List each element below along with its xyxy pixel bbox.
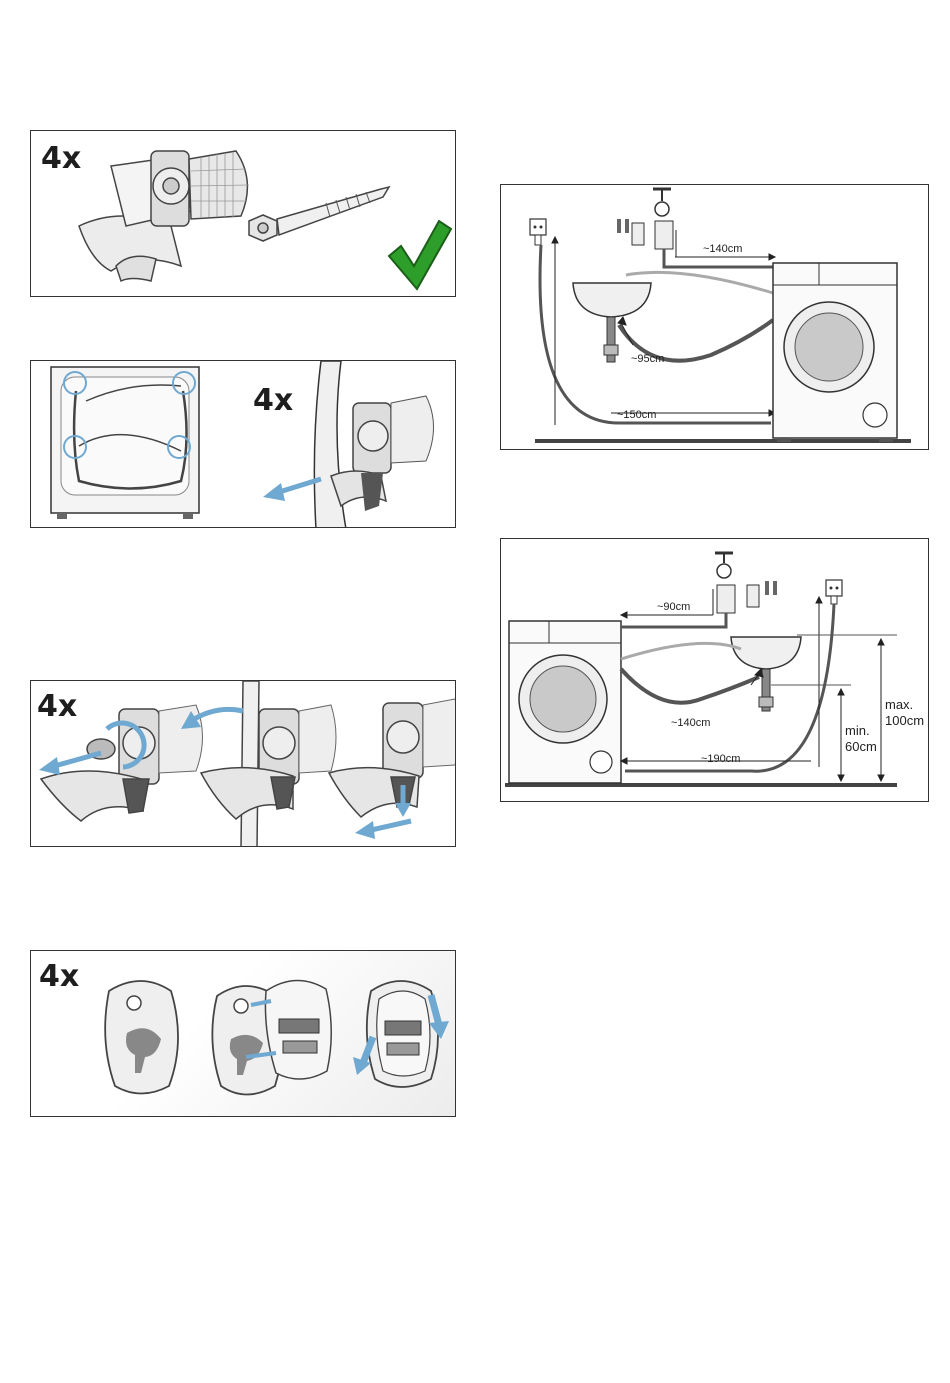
panel-hose-layout-right: ~140cm ~95cm ~150cm bbox=[500, 184, 929, 450]
direction-arrow-icon bbox=[181, 709, 243, 729]
panel-transport-bolts: 4x bbox=[30, 360, 456, 528]
inlet-hose-length: ~140cm bbox=[703, 243, 742, 255]
power-socket-icon bbox=[826, 580, 842, 604]
panel-cover-caps: 4x bbox=[30, 950, 456, 1117]
min-height-label: min. 60cm bbox=[845, 723, 877, 755]
sink-icon bbox=[731, 637, 801, 711]
water-tap-icon bbox=[617, 189, 673, 249]
drain-sink-length: ~95cm bbox=[631, 353, 664, 365]
power-socket-icon bbox=[530, 219, 546, 245]
hose-holder-icon bbox=[79, 151, 249, 281]
max-height-label: max. 100cm bbox=[885, 697, 924, 729]
drain-socket-length: ~150cm bbox=[617, 409, 656, 421]
panel-remove-bolts: 4x bbox=[30, 680, 456, 847]
drain-sink-length: ~140cm bbox=[671, 717, 710, 729]
panel-accessories: 4x bbox=[30, 130, 456, 297]
panel-hose-layout-left: ~90cm ~140cm ~190cm max. 100cm min. 60cm bbox=[500, 538, 929, 802]
hose-holder-icon bbox=[314, 361, 433, 528]
hose-lines bbox=[621, 604, 834, 771]
hose-holder-icon bbox=[329, 699, 456, 817]
check-mark-icon bbox=[389, 221, 451, 289]
hose-holder-icon bbox=[201, 681, 336, 847]
washing-machine-back-icon bbox=[51, 367, 199, 519]
hose-lines bbox=[540, 245, 773, 423]
accessories-illustration bbox=[31, 131, 456, 297]
cover-cap-icon bbox=[105, 981, 178, 1094]
washing-machine-icon bbox=[509, 621, 621, 783]
cover-cap-icon bbox=[367, 981, 438, 1087]
washing-machine-icon bbox=[773, 263, 897, 442]
water-tap-icon bbox=[715, 553, 777, 613]
screw-icon bbox=[249, 187, 389, 241]
direction-arrow-icon bbox=[263, 479, 321, 501]
cover-cap-icon bbox=[212, 980, 331, 1094]
cover-caps-illustration bbox=[31, 951, 456, 1117]
remove-bolts-illustration bbox=[31, 681, 456, 847]
drain-socket-length: ~190cm bbox=[701, 753, 740, 765]
hose-layout-illustration bbox=[501, 185, 929, 450]
inlet-hose-length: ~90cm bbox=[657, 601, 690, 613]
transport-bolts-illustration bbox=[31, 361, 456, 528]
